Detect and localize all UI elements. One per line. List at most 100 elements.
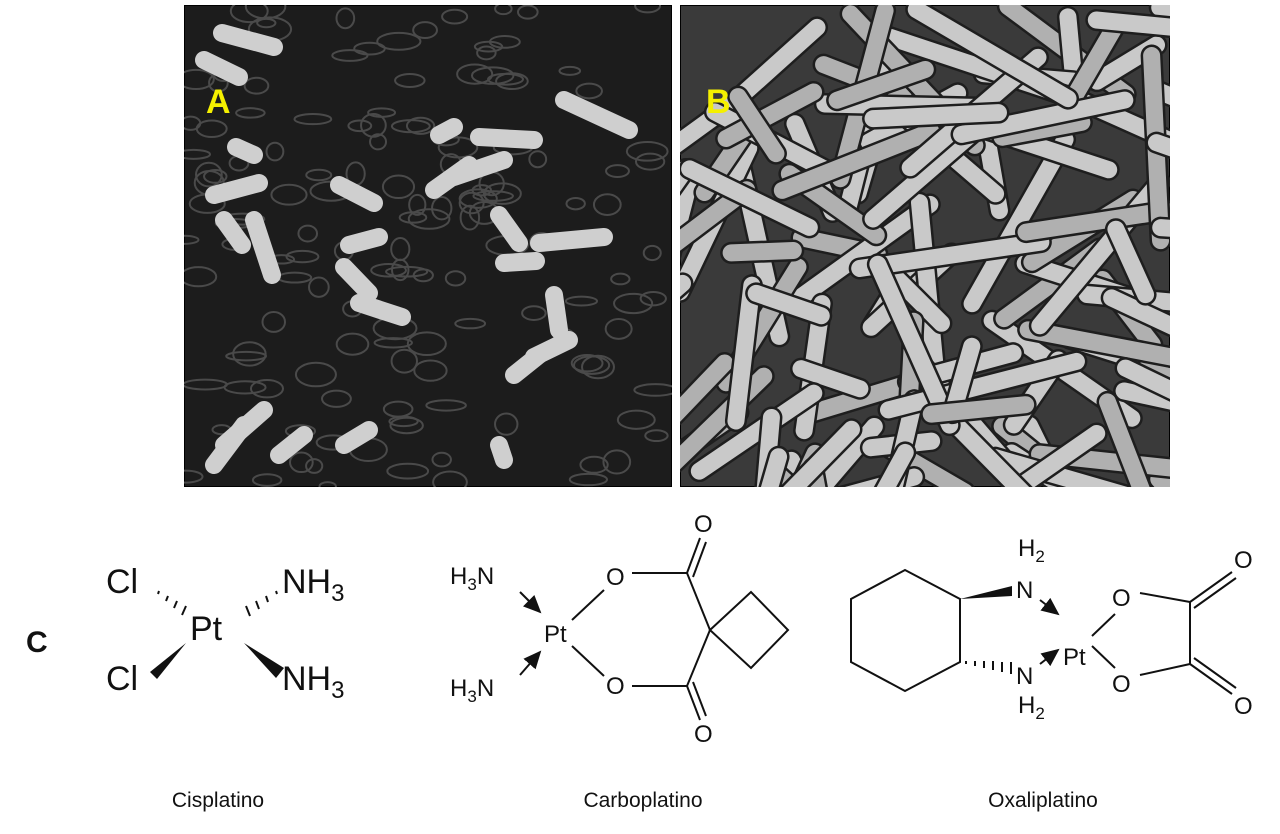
- bacterium: [195, 51, 248, 86]
- bacterium: [205, 174, 268, 204]
- o-atom: O: [694, 721, 713, 748]
- bacterium: [783, 420, 861, 487]
- surface-texture: [602, 449, 632, 475]
- cyclobutane-ring: [708, 590, 790, 670]
- surface-texture: [305, 168, 333, 182]
- surface-texture: [458, 188, 498, 209]
- oxaliplatin-structure: H2 N N H2 Pt O O O O: [850, 535, 1253, 723]
- bacterium: [213, 24, 283, 56]
- bacterium: [555, 91, 638, 139]
- bacterium: [350, 294, 411, 326]
- bacterium: [1117, 359, 1170, 400]
- surface-texture: [331, 49, 369, 62]
- surface-texture: [572, 355, 611, 375]
- bacterium: [953, 91, 1134, 143]
- surface-texture: [494, 412, 519, 436]
- nh3-atom-bottom: NH3: [282, 660, 344, 704]
- surface-texture: [203, 169, 228, 184]
- o-atom: O: [606, 564, 625, 591]
- surface-texture: [195, 161, 223, 188]
- cl-atom-top: Cl: [106, 563, 138, 601]
- surface-texture: [470, 66, 515, 85]
- bacterium: [505, 346, 548, 384]
- surface-texture: [305, 458, 324, 474]
- surface-texture: [579, 455, 609, 474]
- bacterium: [922, 396, 1035, 423]
- surface-texture: [625, 141, 669, 162]
- surface-texture: [633, 383, 672, 397]
- bacterium: [785, 195, 939, 311]
- surface-texture: [249, 378, 285, 399]
- o-atom: O: [1112, 585, 1131, 612]
- bacterium: [270, 426, 313, 464]
- surface-texture: [294, 361, 337, 388]
- surface-texture: [184, 469, 204, 484]
- bacterium: [681, 160, 818, 236]
- surface-texture: [347, 119, 373, 133]
- pt-atom: Pt: [190, 610, 223, 648]
- surface-texture: [261, 311, 287, 333]
- carboplatin-structure: Pt H3N H3N O O O O: [450, 511, 790, 748]
- surface-texture: [592, 193, 622, 216]
- surface-texture: [184, 378, 228, 391]
- surface-texture: [456, 63, 494, 85]
- bacterium: [1149, 82, 1170, 105]
- surface-texture: [376, 31, 422, 51]
- surface-texture: [353, 41, 386, 56]
- bacterium: [470, 128, 543, 149]
- surface-texture: [581, 354, 615, 380]
- surface-texture: [613, 292, 654, 315]
- bacterium: [430, 118, 463, 144]
- panel-label-b: B: [706, 83, 731, 121]
- bacterium: [530, 228, 613, 252]
- bacterium: [545, 286, 568, 339]
- surface-texture: [521, 305, 547, 321]
- surface-texture: [412, 21, 438, 39]
- wedge-bond: [244, 643, 284, 678]
- bacterium: [1103, 289, 1170, 335]
- h3n-atom-top: H3N: [450, 563, 494, 594]
- surface-texture: [441, 8, 469, 25]
- surface-texture: [570, 353, 604, 373]
- cisplatin-structure: Pt Cl Cl NH3 NH3: [106, 563, 344, 704]
- surface-texture: [406, 331, 447, 357]
- bacterium: [227, 138, 263, 164]
- o-atom: O: [1112, 671, 1131, 698]
- surface-texture: [293, 113, 333, 126]
- bacterium: [869, 255, 959, 434]
- caption-oxaliplatin: Oxaliplatino: [988, 789, 1098, 812]
- bacterium: [907, 5, 1077, 108]
- surface-texture: [394, 72, 426, 88]
- panel-label-c: C: [26, 626, 48, 659]
- surface-texture: [405, 116, 436, 135]
- surface-texture: [634, 5, 662, 14]
- surface-texture: [285, 249, 320, 264]
- surface-texture: [390, 348, 419, 374]
- surface-texture: [431, 451, 452, 468]
- bacterium: [680, 162, 701, 253]
- surface-texture: [454, 317, 487, 330]
- bacterium: [330, 176, 383, 212]
- surface-texture: [444, 270, 467, 287]
- bacterium: [690, 384, 823, 480]
- bacterium: [1017, 202, 1170, 241]
- surface-texture: [407, 208, 451, 230]
- surface-texture: [297, 224, 319, 243]
- surface-texture: [616, 409, 656, 430]
- surface-texture: [564, 295, 599, 307]
- h2-atom-bottom: H2: [1018, 692, 1045, 723]
- surface-texture: [335, 332, 370, 356]
- surface-texture: [473, 40, 504, 53]
- bacterium: [986, 449, 1128, 487]
- surface-texture: [288, 451, 314, 474]
- bacterium: [335, 421, 378, 454]
- o-atom: O: [606, 673, 625, 700]
- bacterium: [340, 228, 388, 254]
- bacterium: [963, 131, 1074, 313]
- bacterium: [804, 459, 826, 487]
- surface-texture: [369, 133, 388, 151]
- surface-texture: [370, 263, 407, 278]
- surface-texture: [432, 470, 468, 487]
- surface-texture: [321, 389, 352, 408]
- panel-label-a: A: [206, 83, 231, 121]
